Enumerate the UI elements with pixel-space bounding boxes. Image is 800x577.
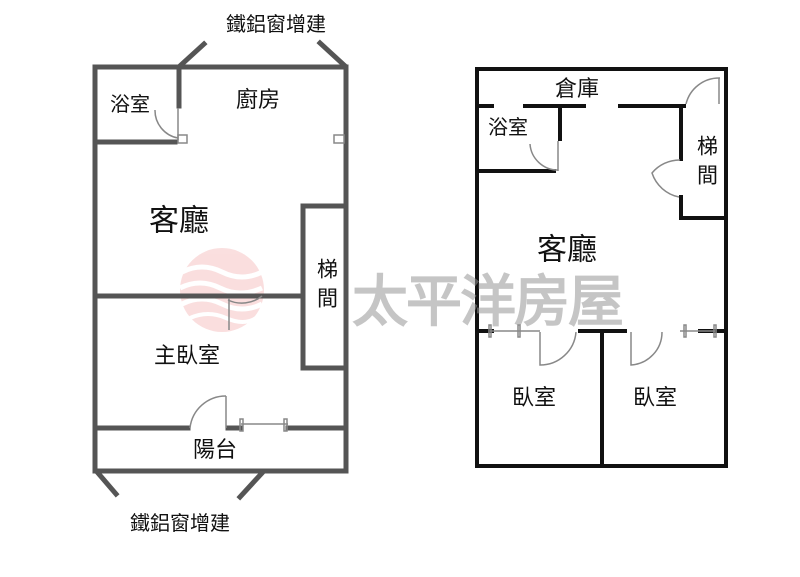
bedroom-2-label: 臥室 bbox=[632, 385, 678, 411]
right-living-room-label: 客廳 bbox=[537, 232, 597, 268]
watermark-logo bbox=[178, 248, 264, 332]
left-doors bbox=[154, 108, 345, 432]
kitchen-label: 廚房 bbox=[235, 87, 281, 113]
left-stairwell-label: 梯間 bbox=[314, 258, 339, 316]
left-bathroom-label: 浴室 bbox=[110, 92, 150, 116]
storage-label: 倉庫 bbox=[554, 76, 600, 102]
right-doors bbox=[488, 77, 721, 366]
balcony-label: 陽台 bbox=[192, 437, 238, 463]
right-bathroom-label: 浴室 bbox=[488, 115, 528, 139]
left-floor-plan bbox=[92, 39, 349, 501]
bedroom-1-label: 臥室 bbox=[511, 385, 557, 411]
left-living-room-label: 客廳 bbox=[149, 203, 209, 239]
right-stairwell-label: 梯間 bbox=[694, 135, 719, 193]
annex-label-bottom: 鐵鋁窗增建 bbox=[130, 511, 230, 535]
master-bedroom-label: 主臥室 bbox=[153, 343, 221, 369]
watermark-text: 太平洋房屋 bbox=[352, 269, 624, 335]
annex-label-top: 鐵鋁窗增建 bbox=[226, 12, 326, 36]
